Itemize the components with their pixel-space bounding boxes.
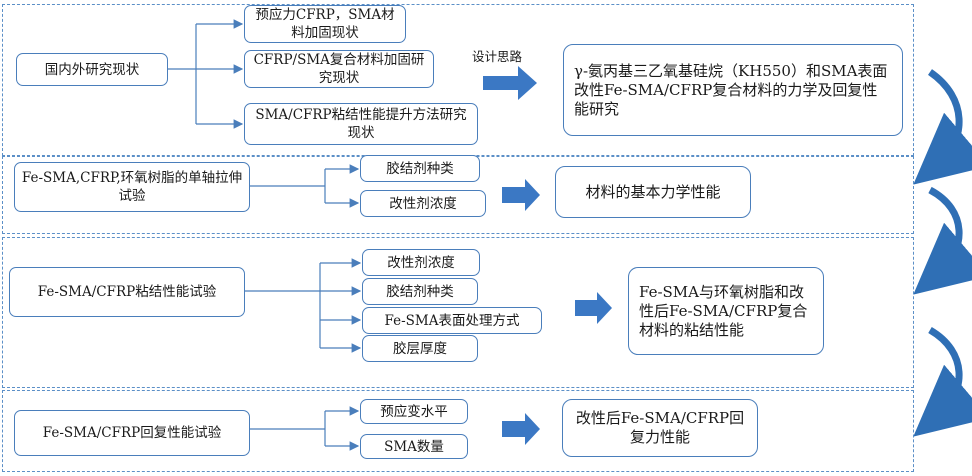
block-arrow-1: [483, 66, 537, 100]
section3-sub-item-2: 胶结剂种类: [362, 278, 478, 305]
section4-main-box: Fe-SMA/CFRP回复性能试验: [14, 410, 250, 456]
section4-result-box: 改性后Fe-SMA/CFRP回复力性能: [562, 399, 758, 457]
section1-result-box: γ-氨丙基三乙氧基硅烷（KH550）和SMA表面改性Fe-SMA/CFRP复合材…: [563, 44, 903, 136]
section1-connectors: [168, 19, 244, 129]
section3-sub-item-4: 胶层厚度: [362, 335, 478, 362]
section3-connectors: [245, 258, 362, 353]
design-idea-label: 设计思路: [472, 49, 523, 64]
section4-panel: [2, 390, 914, 472]
section4-sub-item-2: SMA数量: [360, 434, 468, 459]
block-arrow-4: [502, 413, 540, 445]
section2-main-box: Fe-SMA,CFRP,环氧树脂的单轴拉伸试验: [14, 162, 250, 212]
section1-sub-item-3: SMA/CFRP粘结性能提升方法研究现状: [244, 103, 478, 145]
curve-arrow-2: [913, 186, 972, 295]
block-arrow-2: [502, 179, 540, 211]
curve-arrow-3: [913, 326, 972, 437]
section3-panel: [2, 237, 914, 388]
block-arrow-3: [575, 292, 612, 324]
section3-sub-item-1: 改性剂浓度: [362, 249, 480, 276]
section2-connectors: [250, 164, 360, 208]
curve-arrow-1: [913, 69, 972, 185]
section4-sub-item-1: 预应变水平: [360, 399, 468, 424]
section4-connectors: [250, 406, 360, 451]
section3-sub-item-3: Fe-SMA表面处理方式: [362, 307, 542, 334]
section1-sub-item-2: CFRP/SMA复合材料加固研究现状: [244, 50, 434, 88]
section1-main-box: 国内外研究现状: [16, 53, 168, 86]
section2-sub-item-1: 胶结剂种类: [360, 155, 480, 182]
section1-sub-item-1: 预应力CFRP，SMA材料加固现状: [244, 5, 406, 43]
section2-sub-item-2: 改性剂浓度: [360, 190, 486, 217]
section3-main-box: Fe-SMA/CFRP粘结性能试验: [9, 267, 245, 317]
section2-result-box: 材料的基本力学性能: [555, 166, 751, 218]
section3-result-box: Fe-SMA与环氧树脂和改性后Fe-SMA/CFRP复合材料的粘结性能: [628, 267, 824, 355]
